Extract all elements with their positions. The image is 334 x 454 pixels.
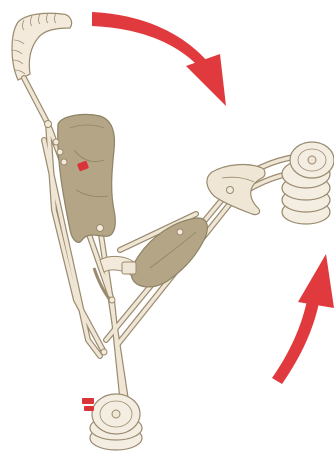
fold-arrow-bottom <box>272 254 334 384</box>
front-wheel <box>82 394 142 450</box>
seat-bottom-fabric <box>131 218 207 287</box>
rear-wheels <box>282 142 334 224</box>
fold-arrow-top <box>92 12 226 106</box>
handle-grip <box>12 13 72 80</box>
seat-fabric <box>58 114 116 242</box>
